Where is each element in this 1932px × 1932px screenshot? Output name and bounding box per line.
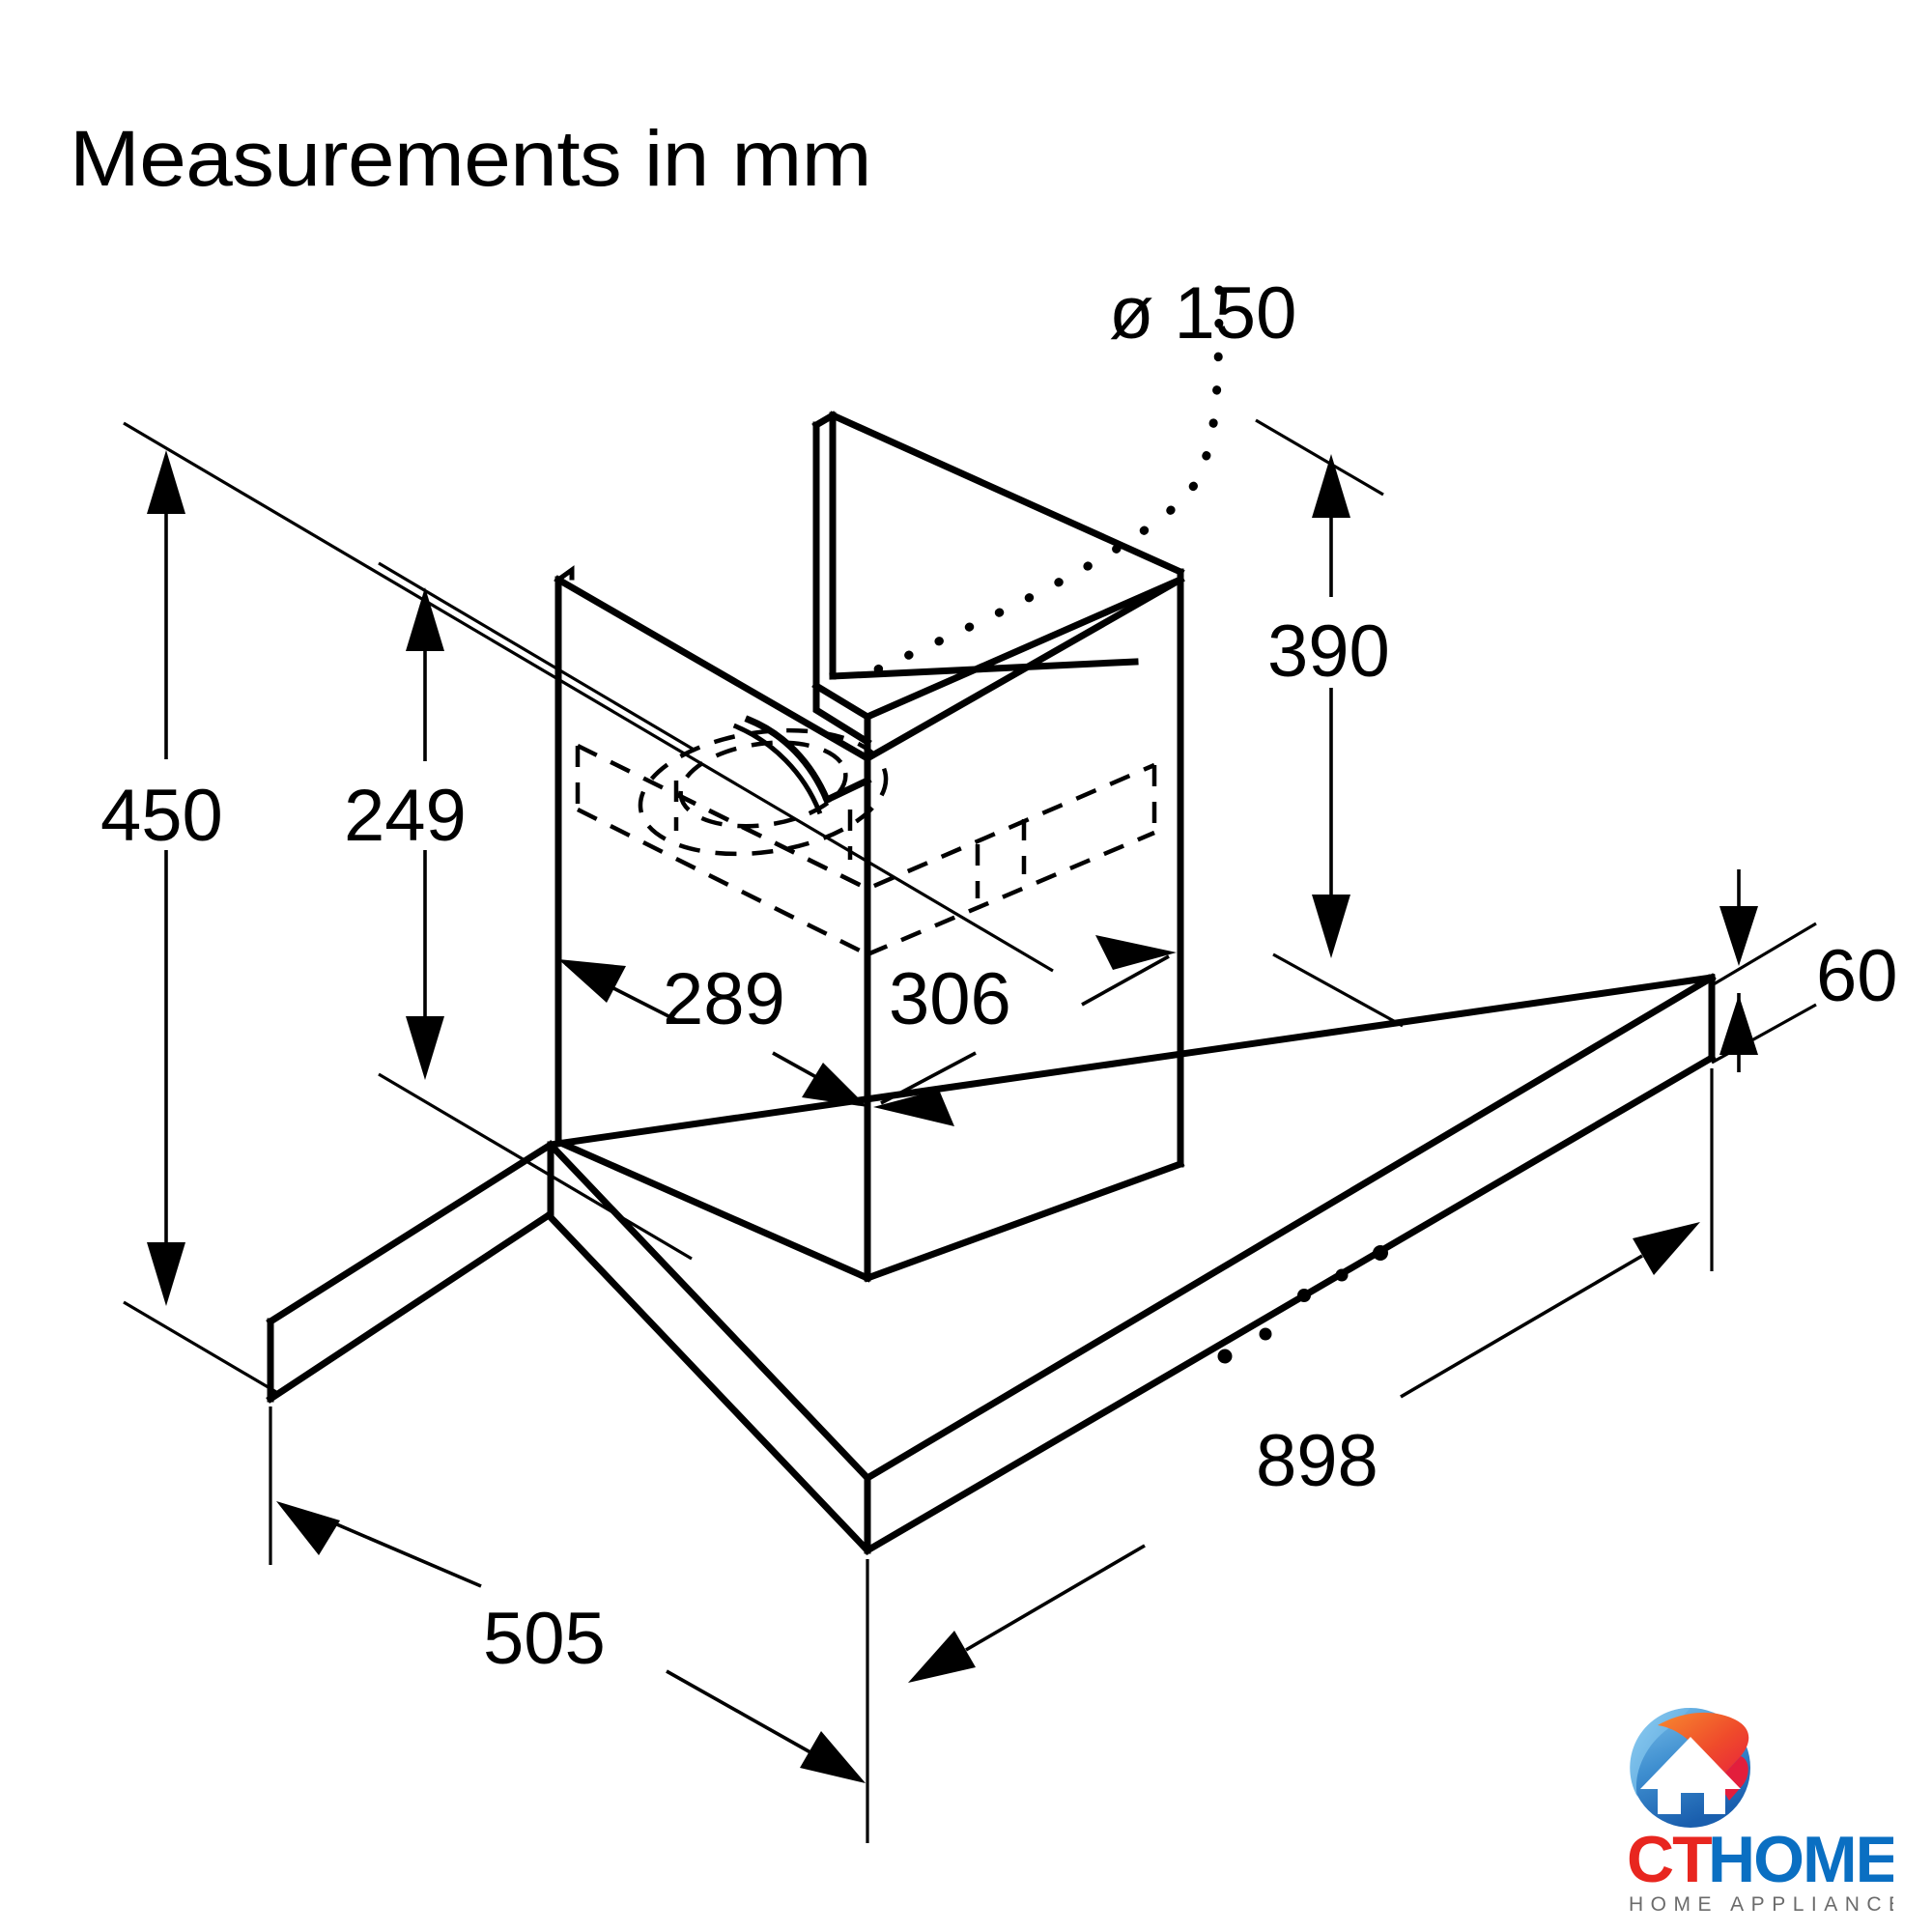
dimension-label-306: 306 — [889, 958, 1011, 1040]
dimension-label-505: 505 — [483, 1598, 606, 1680]
arrow-down-249 — [406, 1016, 444, 1080]
control-panel[interactable] — [1217, 1245, 1389, 1364]
arrow-right-289 — [802, 1063, 867, 1107]
arrow-down-390 — [1312, 895, 1350, 958]
arrow-right-505 — [800, 1731, 866, 1783]
arrow-left-898 — [908, 1631, 976, 1683]
arrow-up-390 — [1312, 454, 1350, 518]
arrow-left-505 — [276, 1501, 340, 1555]
logo-word-home: HOME — [1708, 1823, 1893, 1896]
control-button-1[interactable] — [1217, 1349, 1233, 1364]
logo-house-circle-icon — [1630, 1707, 1750, 1828]
dimension-505: 505 — [269, 1406, 869, 1843]
dimension-306: 306 — [873, 935, 1177, 1126]
dimension-898: 898 — [908, 1068, 1714, 1683]
arrow-left-306 — [873, 1090, 954, 1126]
dimension-label-249: 249 — [344, 775, 467, 857]
canopy-body — [266, 973, 1717, 1555]
dimension-390: 390 — [1255, 418, 1404, 1028]
chimney-upper-flue — [732, 411, 1185, 815]
arrow-up-249 — [406, 587, 444, 651]
control-button-4[interactable] — [1335, 1268, 1349, 1282]
control-button-2[interactable] — [1259, 1327, 1272, 1341]
arrow-down-60 — [1719, 906, 1758, 966]
arrow-up-60 — [1719, 995, 1758, 1055]
arrow-down-450 — [147, 1242, 185, 1306]
page-title: Measurements in mm — [70, 115, 871, 203]
dimension-label-450: 450 — [100, 775, 223, 857]
logo-word-ct: CT — [1627, 1823, 1712, 1896]
dimension-249: 249 — [344, 561, 696, 1261]
dimension-label-898: 898 — [1256, 1420, 1378, 1502]
logo-wordmark: CT HOME HOME APPLIANCES — [1627, 1823, 1893, 1916]
arrow-left-289 — [558, 959, 626, 1003]
dimension-label-diameter-150: ø 150 — [1109, 272, 1296, 355]
dimension-label-289: 289 — [663, 958, 785, 1040]
dimension-60: 60 — [1711, 869, 1898, 1072]
control-button-3[interactable] — [1297, 1289, 1311, 1302]
arrow-up-450 — [147, 450, 185, 514]
dimension-289: 289 — [558, 958, 867, 1107]
control-button-5[interactable] — [1373, 1245, 1388, 1261]
dimension-label-60: 60 — [1816, 935, 1898, 1017]
arrow-right-898 — [1633, 1222, 1700, 1275]
dimension-label-390: 390 — [1267, 611, 1390, 693]
hidden-internal-motor-housing — [555, 727, 1183, 1121]
arrow-right-306 — [1095, 935, 1177, 970]
cthome-logo[interactable]: CT HOME HOME APPLIANCES — [1488, 1702, 1893, 1924]
dimension-450: 450 — [100, 421, 1054, 1394]
logo-tagline: HOME APPLIANCES — [1629, 1893, 1893, 1916]
diameter-leader-line — [858, 285, 1224, 681]
